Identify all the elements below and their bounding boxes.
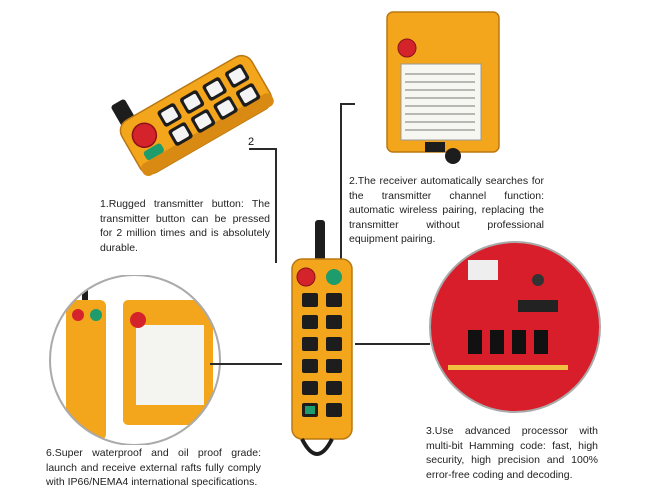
connector-line-6 [210,363,282,365]
feature-6-caption: 6.Super waterproof and oil proof grade: … [46,447,261,488]
connector-line-1v [275,148,277,263]
feature-3-caption: 3.Use advanced processor with multi-bit … [426,425,598,481]
feature-1-caption: 1.Rugged transmitter button: The transmi… [100,198,270,254]
feature-2-caption: 2.The receiver automatically searches fo… [349,175,544,245]
connector-line-1 [249,148,277,150]
connector-line-3 [355,343,430,345]
connector-line-2v [340,103,342,265]
transmitter-photo-top: 2 [111,54,274,177]
pcb-photo [429,241,601,413]
transmitter-tag: 2 [248,136,254,148]
waterproof-photo [49,275,221,445]
transmitter-photo-center [291,220,353,456]
connector-line-2h [340,103,355,105]
receiver-photo [386,11,500,164]
